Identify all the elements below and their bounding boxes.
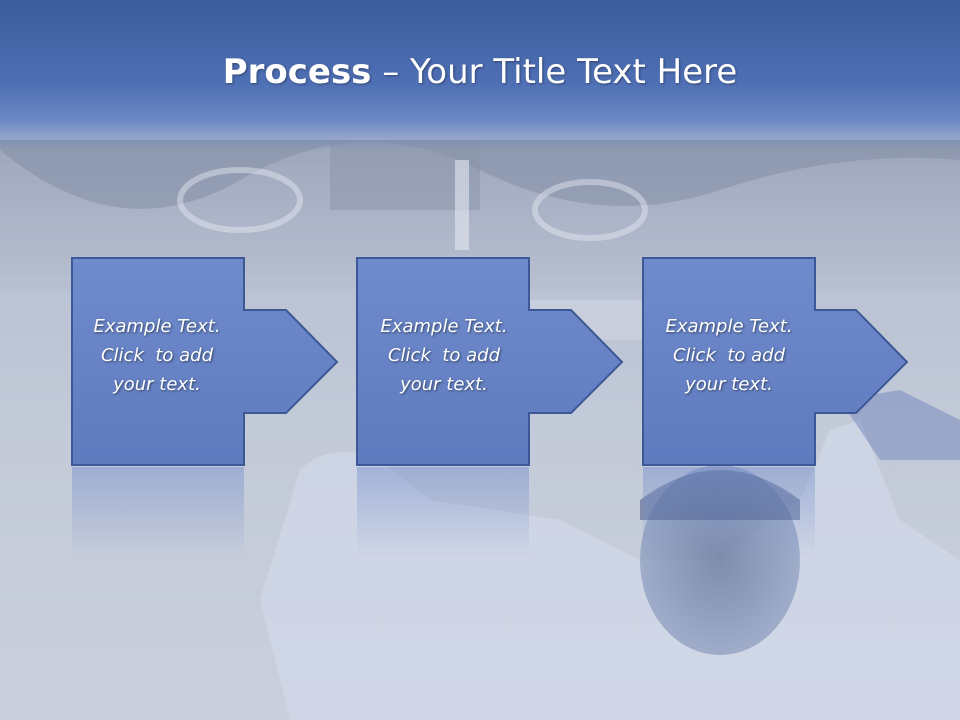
process-step-2-text[interactable]: Example Text. Click to add your text.: [357, 312, 531, 399]
process-step-1-shape[interactable]: [71, 257, 339, 466]
step-3-line-1: Example Text.: [665, 316, 793, 337]
step-3-line-3: your text.: [685, 374, 773, 395]
title-rest: – Your Title Text Here: [371, 52, 738, 92]
reflection-1: [72, 467, 244, 557]
step-2-line-2: Click to add: [387, 345, 500, 366]
process-step-1-text[interactable]: Example Text. Click to add your text.: [70, 312, 244, 399]
slide-title[interactable]: Process – Your Title Text Here: [0, 52, 960, 92]
step-1-line-3: your text.: [113, 374, 201, 395]
process-step-3-text[interactable]: Example Text. Click to add your text.: [642, 312, 816, 399]
process-step-2-shape[interactable]: [356, 257, 624, 466]
reflection-3: [643, 467, 815, 557]
step-3-line-2: Click to add: [672, 345, 785, 366]
step-2-line-1: Example Text.: [380, 316, 508, 337]
process-step-3-shape[interactable]: [642, 257, 909, 466]
title-band: [0, 0, 960, 150]
title-bold: Process: [222, 52, 372, 92]
step-2-line-3: your text.: [400, 374, 488, 395]
step-1-line-1: Example Text.: [93, 316, 221, 337]
reflection-2: [357, 467, 529, 557]
step-1-line-2: Click to add: [100, 345, 213, 366]
